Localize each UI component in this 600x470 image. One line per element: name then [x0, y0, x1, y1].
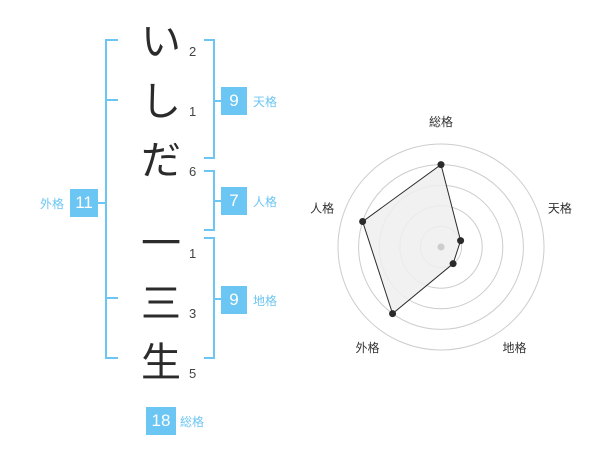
jinkaku-group: 7 人格 — [221, 187, 277, 215]
stroke-count-5: 3 — [189, 306, 197, 321]
tenkaku-value: 9 — [221, 87, 247, 115]
radar-grid-ring — [337, 143, 545, 351]
gaikaku-bracket — [105, 39, 118, 359]
name-char-2: し — [141, 79, 181, 125]
gaikaku-group: 外格 11 — [40, 189, 99, 217]
radar-point-3 — [449, 260, 457, 268]
name-char-1: い — [141, 19, 181, 65]
radar-data-area — [362, 163, 462, 315]
radar-axis-label-2: 天格 — [548, 200, 572, 215]
gaikaku-label: 外格 — [40, 196, 65, 211]
soukaku-group: 18 総格 — [146, 407, 204, 435]
stroke-count-4: 1 — [189, 246, 197, 261]
chikaku-label: 地格 — [253, 293, 278, 308]
radar-axis-label-5: 人格 — [310, 200, 334, 215]
radar-point-5 — [359, 218, 367, 226]
stroke-count-3: 6 — [189, 164, 197, 179]
soukaku-label: 総格 — [180, 414, 205, 429]
tenkaku-label: 天格 — [253, 94, 278, 109]
radar-center-dot — [437, 243, 445, 251]
stroke-count-2: 1 — [189, 104, 197, 119]
radar-point-4 — [389, 310, 397, 318]
tenkaku-bracket — [204, 39, 215, 159]
radar-axis-label-3: 地格 — [502, 340, 526, 355]
gaikaku-value: 11 — [70, 189, 99, 217]
radar-point-2 — [457, 237, 465, 245]
stroke-count-1: 2 — [189, 44, 197, 59]
radar-axis-label-4: 外格 — [356, 340, 380, 355]
stroke-count-6: 5 — [189, 366, 197, 381]
name-char-3: だ — [141, 138, 181, 184]
jinkaku-value: 7 — [221, 187, 247, 215]
name-char-6: 生 — [141, 340, 181, 386]
tenkaku-group: 9 天格 — [221, 87, 277, 115]
jinkaku-label: 人格 — [253, 194, 278, 209]
radar-point-1 — [437, 161, 445, 169]
chikaku-group: 9 地格 — [221, 286, 277, 314]
soukaku-value: 18 — [146, 407, 176, 435]
name-char-5: 三 — [141, 281, 181, 327]
chikaku-value: 9 — [221, 286, 247, 314]
radar-axis-label-1: 総格 — [429, 114, 453, 129]
name-char-4: 一 — [141, 221, 181, 267]
